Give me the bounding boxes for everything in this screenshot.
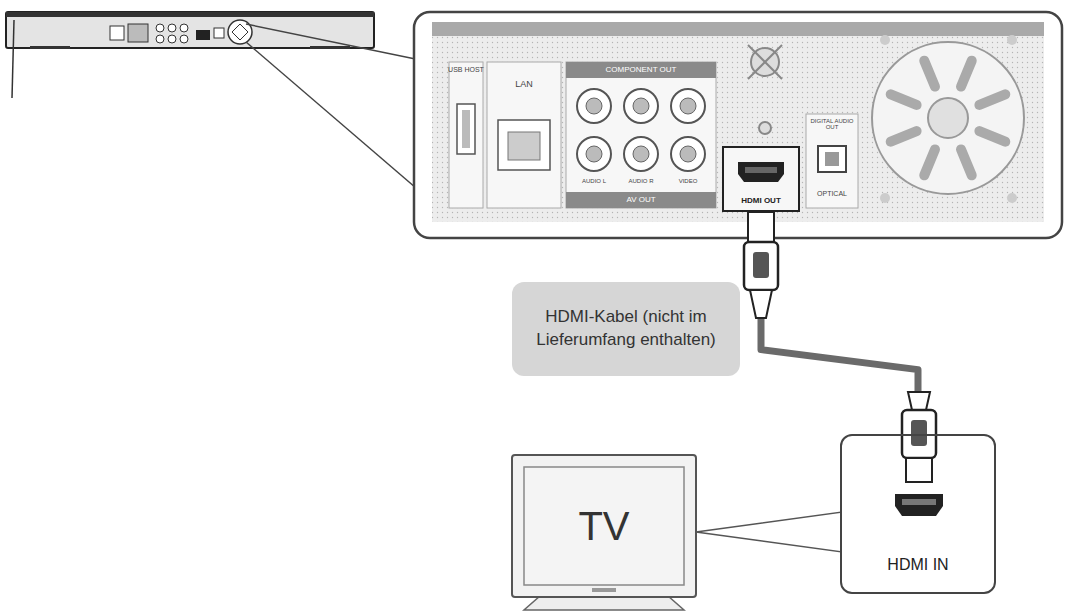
fan-slot	[924, 61, 935, 87]
fan-slot	[924, 149, 935, 175]
hdmi-out-port: HDMI OUT	[722, 146, 800, 212]
hdmi-in-callout: HDMI IN	[840, 434, 996, 594]
node-text: HDMI-Kabel (nicht im Lieferumfang enthal…	[522, 306, 730, 352]
hdmi-plug	[895, 392, 943, 516]
player-rear	[6, 12, 374, 98]
hdmi-cable	[761, 212, 918, 434]
node-text: HDMI IN	[887, 556, 948, 574]
panel-label: LAN	[487, 80, 561, 89]
fan-slot	[961, 149, 972, 175]
tv-screen: TV	[524, 467, 684, 585]
fan-slot	[979, 94, 1005, 105]
node-text: HDMI OUT	[741, 197, 781, 206]
panel-label: DIGITAL AUDIO OUT	[806, 118, 858, 131]
panel-label: VIDEO	[666, 178, 710, 184]
panel-label: AV OUT	[566, 196, 716, 204]
hdmi-plug	[744, 212, 778, 318]
rear-panel-inset	[414, 12, 1062, 238]
fan-slot	[891, 131, 917, 142]
panel-label: OPTICAL	[806, 190, 858, 197]
panel-label: AUDIO R	[619, 178, 663, 184]
cable-label: HDMI-Kabel (nicht im Lieferumfang enthal…	[512, 282, 740, 376]
fan-slot	[891, 94, 917, 105]
fan-slot	[979, 131, 1005, 142]
fan-slot	[961, 61, 972, 87]
panel-label: COMPONENT OUT	[566, 66, 716, 74]
node-text: TV	[578, 504, 629, 548]
panel-label: USB HOST	[447, 66, 485, 73]
panel-label: AUDIO L	[572, 178, 616, 184]
tv-set	[512, 455, 696, 610]
